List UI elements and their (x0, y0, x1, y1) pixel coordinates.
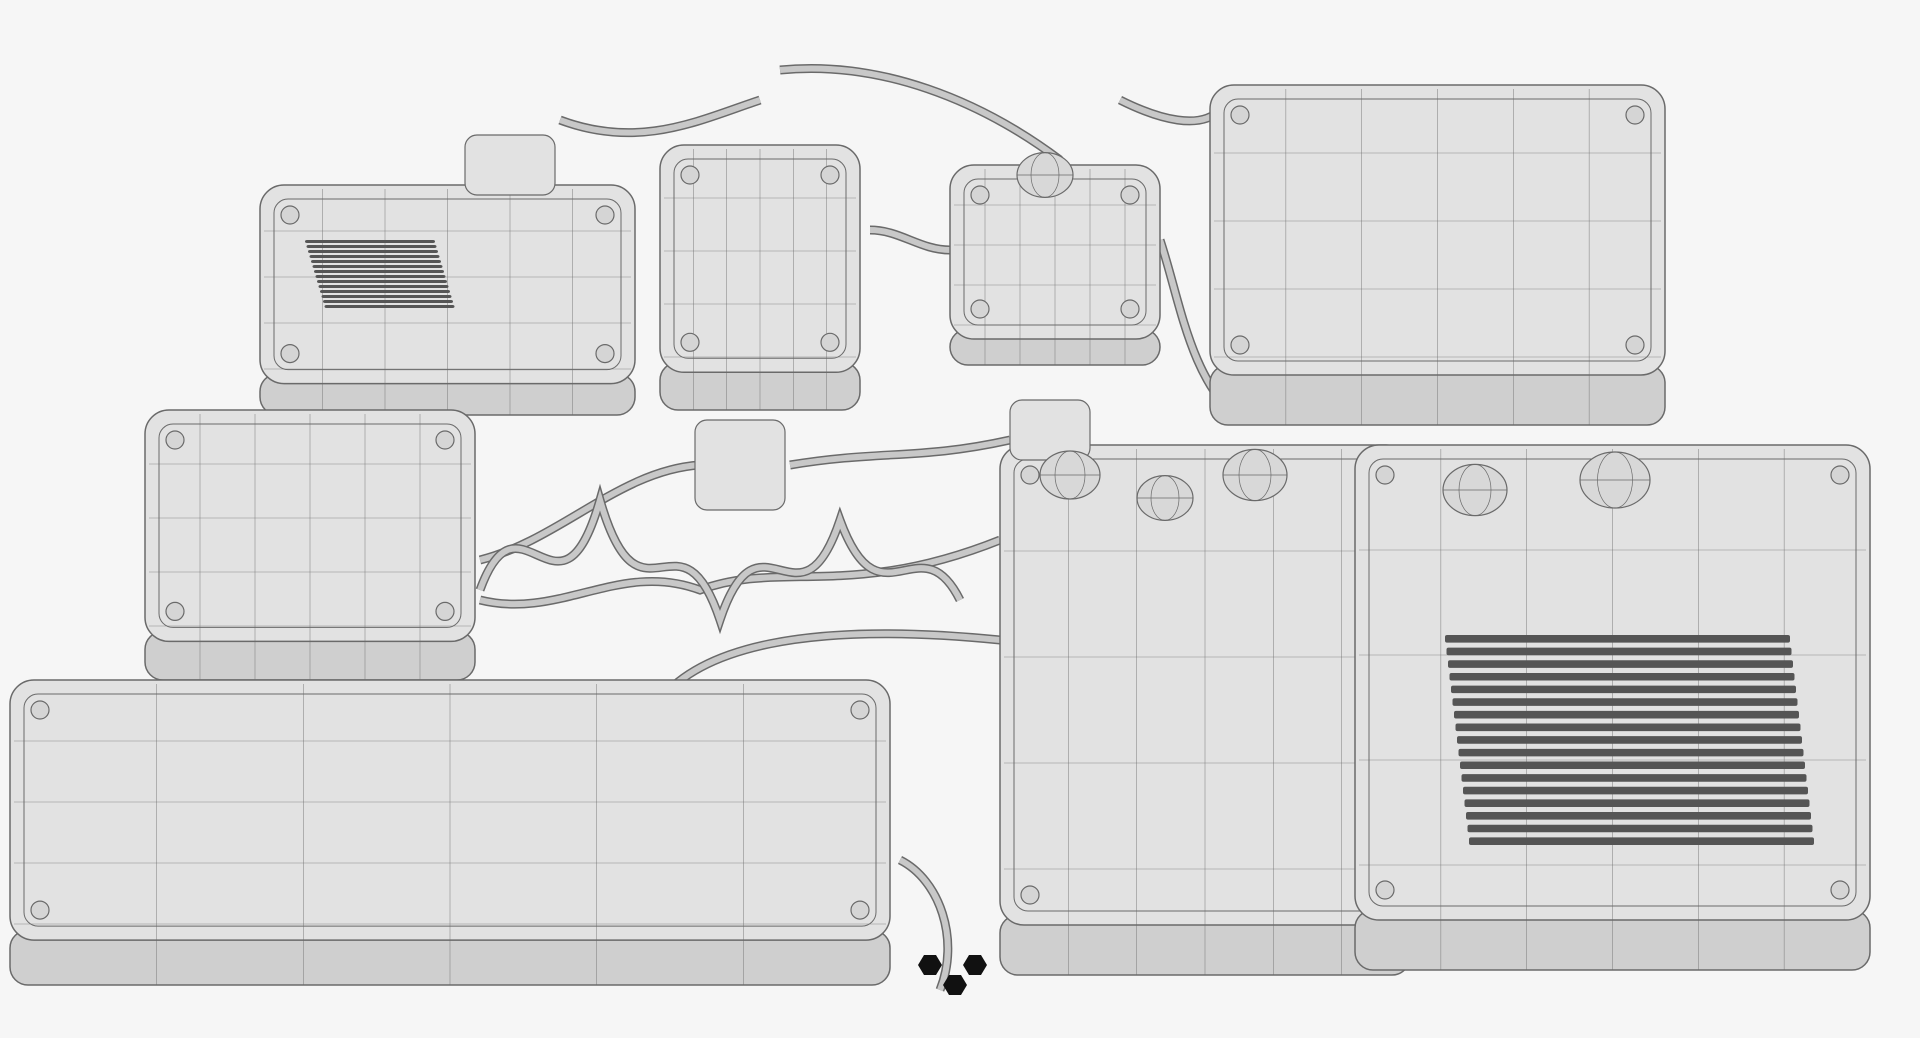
junction-box (1009, 399, 1091, 461)
screw-icon (165, 430, 185, 450)
screw-icon (1830, 880, 1850, 900)
box-top-right (1209, 84, 1666, 426)
screw-icon (680, 165, 700, 185)
screw-icon (1020, 885, 1040, 905)
screw-icon (1020, 465, 1040, 485)
box-top-left (259, 184, 636, 416)
screw-icon (970, 185, 990, 205)
vent-grille (1445, 635, 1814, 845)
connector-plug (943, 975, 967, 995)
junction-box (694, 419, 786, 511)
screw-icon (595, 205, 615, 225)
box-top-mid (659, 144, 861, 411)
screw-icon (30, 900, 50, 920)
screw-icon (850, 700, 870, 720)
screw-icon (165, 601, 185, 622)
screw-icon (30, 700, 50, 720)
screw-icon (820, 332, 840, 352)
box-junction (949, 164, 1161, 366)
screw-icon (1375, 465, 1395, 485)
box-bottom-left (9, 679, 891, 986)
box-mid-left (144, 409, 476, 681)
screw-icon (1375, 880, 1395, 900)
screw-icon (850, 900, 870, 920)
screw-icon (280, 205, 300, 225)
vent-grille (305, 240, 455, 308)
screw-icon (1230, 105, 1250, 125)
screw-icon (970, 299, 990, 319)
box-center-panel (999, 444, 1411, 976)
screw-icon (1230, 335, 1250, 355)
screw-icon (820, 165, 840, 185)
screw-icon (1120, 185, 1140, 205)
screw-icon (1120, 299, 1140, 319)
connector-plug (963, 955, 987, 975)
box-right-panel (1354, 444, 1871, 971)
screw-icon (595, 344, 615, 364)
screw-icon (435, 430, 455, 450)
connector-plug (918, 955, 942, 975)
screw-icon (680, 332, 700, 352)
junction-box (464, 134, 556, 196)
screw-icon (435, 601, 455, 622)
screw-icon (1830, 465, 1850, 485)
screw-icon (1625, 335, 1645, 355)
screw-icon (280, 344, 300, 364)
screw-icon (1625, 105, 1645, 125)
